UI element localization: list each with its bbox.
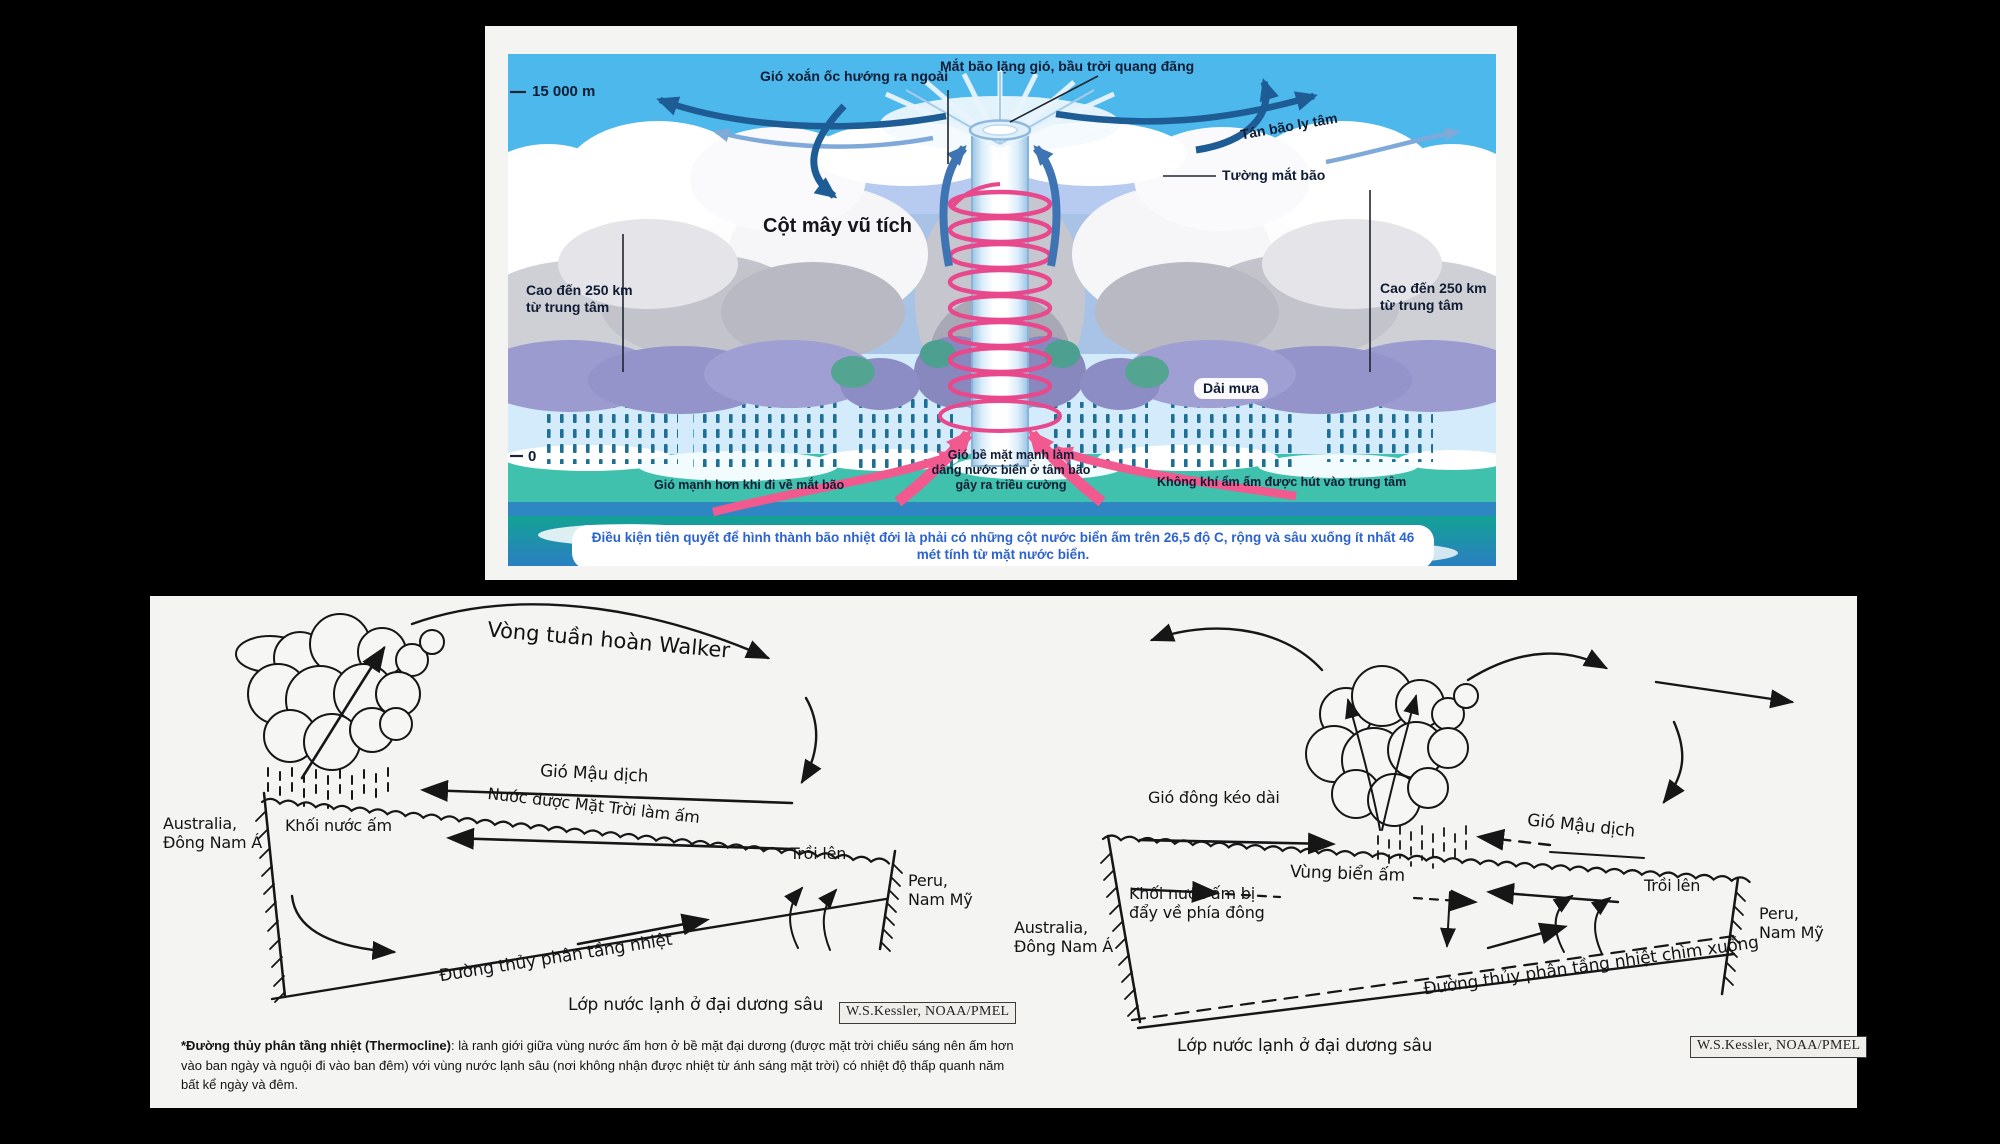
walker-right-thermocline-old [1130, 934, 1736, 1022]
inflow-arrows [711, 429, 1297, 517]
left-east-coast-line2: Nam Mỹ [908, 890, 973, 910]
right-warm-pool-line2: đẩy về phía đông [1129, 903, 1265, 923]
left-west-coast-line2: Đông Nam Á [163, 833, 262, 853]
walker-left-rain [267, 767, 389, 809]
right-easterlies-label: Gió đông kéo dài [1148, 788, 1280, 807]
left-upwelling-label: Trồi lên [790, 844, 847, 863]
walker-left-cloud-icon [235, 613, 445, 771]
walker-right-coast-west [1100, 834, 1142, 1024]
cloud-column-title: Cột mây vũ tích [763, 215, 912, 237]
wind-stronger-label: Gió mạnh hơn khi đi về mắt bão [654, 478, 845, 492]
radius-label-right: Cao đến 250 km từ trung tâm [1380, 280, 1487, 314]
pointer-lines [510, 75, 1371, 458]
outflow-label: Gió xoắn ốc hướng ra ngoài [760, 68, 949, 84]
right-west-coast-line1: Australia, [1014, 918, 1088, 937]
rainband-label: Dải mưa [1194, 378, 1269, 399]
left-warm-pool-label: Khối nước ấm [285, 816, 392, 835]
hurricane-illustration [508, 54, 1496, 566]
right-warm-pool-label: Khối nước ấm bị đẩy về phía đông [1129, 884, 1265, 922]
walker-right-arrows [1130, 623, 1795, 955]
radius-right-line2: từ trung tâm [1380, 296, 1464, 313]
hurricane-diagram: 15 000 m 0 Gió xoắn ốc hướng ra ngoài Mắ… [508, 54, 1496, 566]
right-upwelling-label: Trồi lên [1644, 876, 1701, 895]
left-west-coast-line1: Australia, [163, 814, 237, 833]
right-warm-region-label: Vùng biển ấm [1289, 862, 1406, 886]
walker-right-thermocline-new [1136, 952, 1736, 1030]
precondition-caption: Điều kiện tiên quyết để hình thành bão n… [572, 525, 1434, 566]
radius-left-line1: Cao đến 250 km [526, 282, 633, 298]
walker-left-sea-surface [260, 797, 891, 865]
walker-left-thermocline-line [270, 897, 888, 1001]
radius-label-left: Cao đến 250 km từ trung tâm [526, 282, 633, 316]
walker-left-arrows [290, 603, 838, 961]
surge-label: Gió bề mặt mạnh làm dâng nước biển ở tâm… [916, 448, 1106, 493]
right-east-coast-line2: Nam Mỹ [1759, 923, 1824, 943]
right-east-coast-label: Peru, Nam Mỹ [1759, 904, 1824, 942]
right-west-coast-line2: Đông Nam Á [1014, 937, 1113, 957]
radius-left-line2: từ trung tâm [526, 298, 610, 315]
right-credit-box: W.S.Kessler, NOAA/PMEL [1690, 1036, 1868, 1058]
walker-right-sea-surface [1101, 834, 1751, 884]
right-west-coast-label: Australia, Đông Nam Á [1014, 918, 1113, 956]
left-west-coast-label: Australia, Đông Nam Á [163, 814, 262, 852]
left-east-coast-line1: Peru, [908, 871, 948, 890]
altitude-label: 15 000 m [532, 83, 596, 100]
thermocline-footnote-term: *Đường thủy phân tầng nhiệt (Thermocline… [181, 1038, 451, 1053]
surge-line2: dâng nước biển ở tâm bão [931, 463, 1091, 477]
hurricane-panel: 15 000 m 0 Gió xoắn ốc hướng ra ngoài Mắ… [485, 26, 1517, 580]
outflow-arrows [656, 78, 1461, 267]
surge-line3: gây ra triều cường [955, 478, 1067, 492]
inflow-label: Không khí ẩm ấm được hút vào trung tâm [1157, 475, 1407, 489]
eyewall-label: Tường mắt bão [1222, 167, 1326, 183]
walker-illustration [235, 603, 1795, 1030]
left-east-coast-label: Peru, Nam Mỹ [908, 871, 973, 909]
walker-panel: Vòng tuần hoàn Walker Gió Mậu dịch Nước … [150, 596, 1868, 1108]
eye-label: Mắt bão lặng gió, bầu trời quang đãng [940, 58, 1195, 74]
walker-left-coast-east [878, 849, 903, 952]
walker-right-rain [1377, 825, 1467, 871]
thermocline-footnote-text: : là ranh giới giữa vùng nước ấm hơn ở b… [181, 1038, 1014, 1092]
walker-right-cloud-icon [1305, 665, 1479, 827]
left-credit-box: W.S.Kessler, NOAA/PMEL [839, 1002, 1017, 1024]
surge-line1: Gió bề mặt mạnh làm [947, 448, 1075, 462]
right-warm-pool-line1: Khối nước ấm bị [1129, 884, 1255, 903]
sea-level-label: 0 [528, 448, 537, 465]
left-cold-layer-label: Lớp nước lạnh ở đại dương sâu [568, 995, 824, 1015]
thermocline-footnote: *Đường thủy phân tầng nhiệt (Thermocline… [181, 1036, 1021, 1095]
radius-right-line1: Cao đến 250 km [1380, 280, 1487, 296]
right-east-coast-line1: Peru, [1759, 904, 1799, 923]
right-cold-layer-label: Lớp nước lạnh ở đại dương sâu [1177, 1036, 1433, 1056]
